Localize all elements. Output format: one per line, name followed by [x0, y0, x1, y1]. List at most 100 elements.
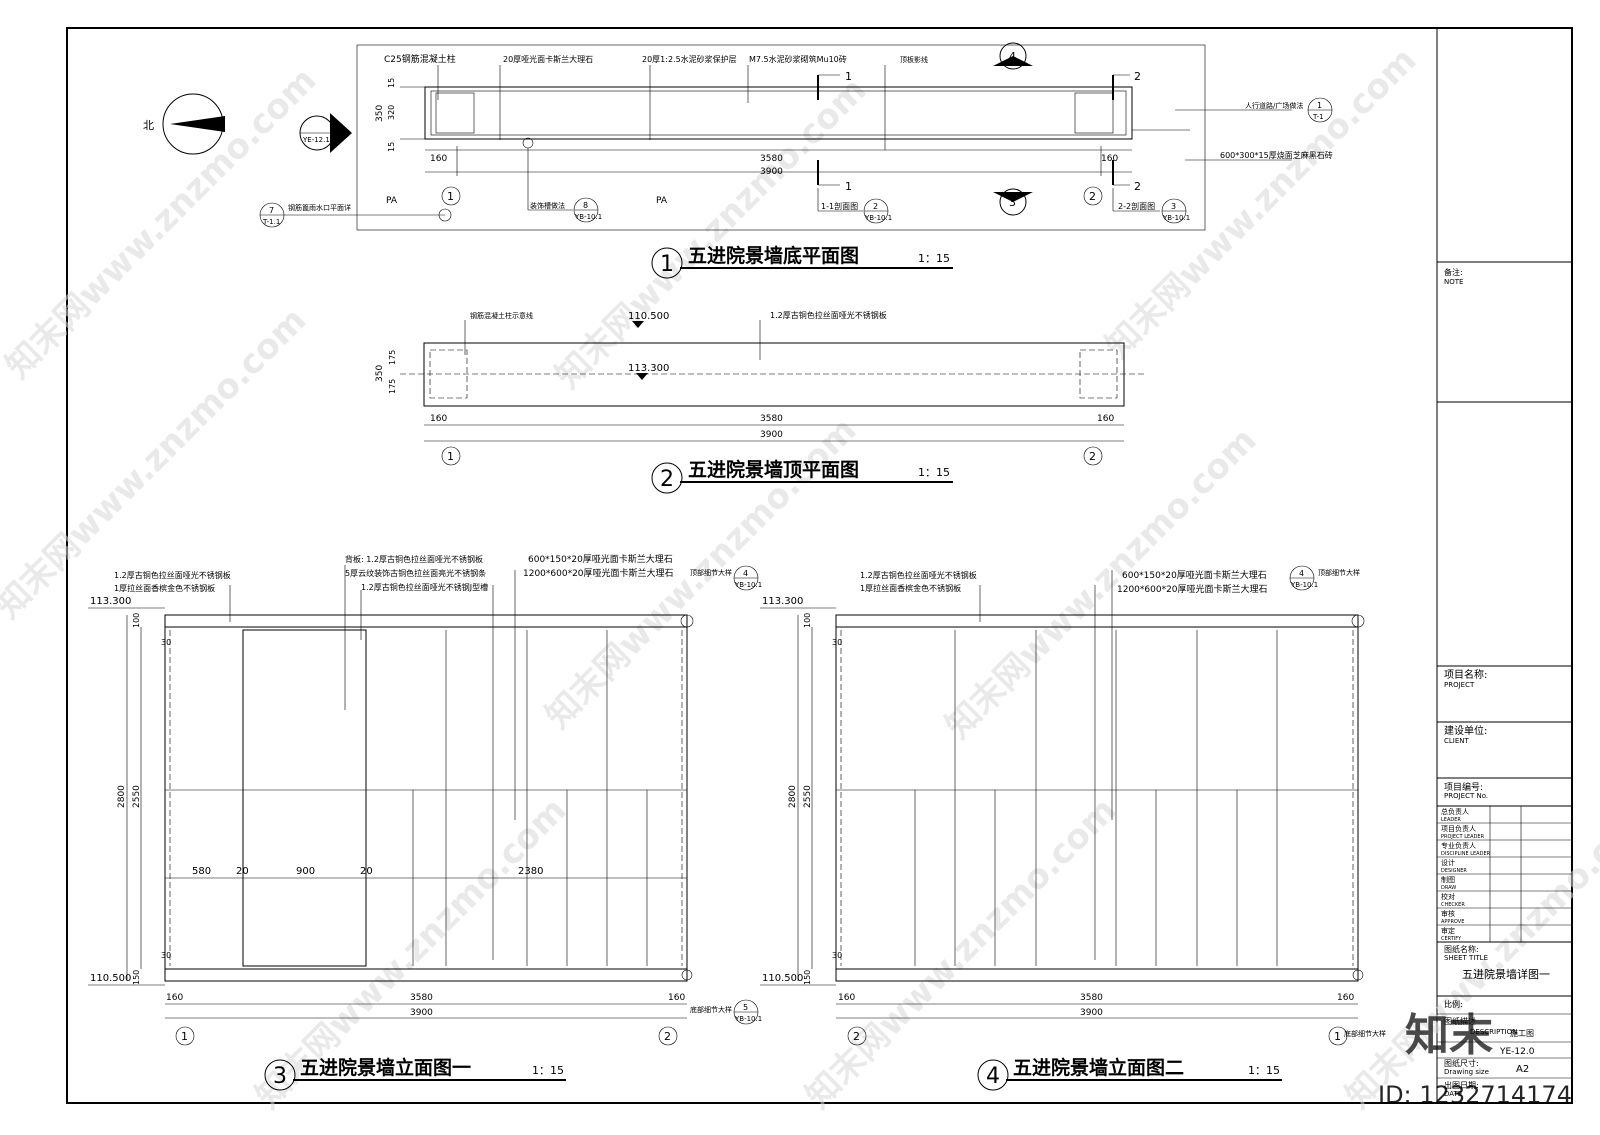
tb-desc-cn: 图纸描述 — [1444, 1016, 1476, 1026]
dim-15b: 15 — [387, 142, 396, 152]
dim-3580-roof: 3580 — [760, 414, 783, 424]
tb-row-role-en: LEADER — [1441, 817, 1461, 823]
tb-sheet-title-cn: 图纸名称: — [1444, 944, 1479, 954]
tb-row-role: 审核 — [1441, 909, 1455, 918]
svg-text:YB-10.1: YB-10.1 — [574, 213, 602, 221]
dim-350: 350 — [375, 105, 385, 122]
e2-steel-gold: 1厚拉丝面香槟金色不锈钢板 — [860, 583, 961, 593]
label-c25-column: C25钢筋混凝土柱 — [384, 53, 456, 65]
e2-stone2: 1200*600*20厚哑光面卡斯兰大理石 — [1117, 583, 1268, 595]
title-block: 备注: NOTE 项目名称: PROJECT 建设单位: CLIENT 项目编号… — [1437, 261, 1572, 1098]
e1-level-bottom: 110.500 — [90, 973, 131, 984]
tb-projno-en: PROJECT No. — [1444, 792, 1488, 800]
elev-4-ref: 4 — [1009, 50, 1016, 63]
dim-3900-roof: 3900 — [760, 430, 783, 440]
tb-sheet-title: 五进院景墙详图一 — [1462, 967, 1550, 981]
elev2-coping — [835, 614, 1359, 628]
tb-note-en: NOTE — [1444, 278, 1463, 286]
tb-row-role: 专业负责人 — [1441, 841, 1476, 850]
e2-h2800: 2800 — [788, 785, 798, 808]
dim-15a: 15 — [387, 78, 396, 88]
e2-h30b: 30 — [832, 951, 842, 960]
e2-level-top: 113.300 — [762, 596, 803, 607]
plan1-column-right — [1074, 92, 1114, 134]
label-pa-mid: PA — [656, 196, 668, 206]
e2-axis-1: 1 — [1334, 1030, 1341, 1043]
tb-size-cn: 图纸尺寸: — [1444, 1058, 1479, 1068]
svg-text:T-1: T-1 — [1312, 113, 1324, 121]
svg-text:5: 5 — [743, 1003, 748, 1012]
e1-w2380: 2380 — [518, 866, 543, 877]
e1-h30b: 30 — [161, 951, 171, 960]
e1-h2800: 2800 — [117, 785, 127, 808]
e2-b3900: 3900 — [1080, 1008, 1103, 1018]
e1-axis-1: 1 — [181, 1030, 188, 1043]
tb-row-role-en: PROJECT LEADER — [1441, 834, 1485, 840]
svg-text:1-1剖面图: 1-1剖面图 — [821, 201, 858, 211]
svg-text:T-1.1: T-1.1 — [262, 218, 280, 226]
elev-4-marker — [999, 42, 1027, 70]
tb-client-cn: 建设单位: — [1444, 724, 1487, 737]
sheet-border — [66, 27, 1573, 1104]
e2-h100: 100 — [803, 613, 812, 628]
svg-text:3: 3 — [1171, 202, 1176, 211]
elevation-2: 1.2厚古铜色拉丝面哑光不锈钢板 1厚拉丝面香槟金色不锈钢板 600*150*2… — [760, 565, 1386, 1091]
e1-top-detail: 顶部细节大样 — [690, 568, 732, 577]
ref-2-section: 1-1剖面图 2 YB-10.1 — [817, 188, 892, 224]
cut-1-bottom: 1 — [845, 180, 852, 193]
e1-stone1: 600*150*20厚哑光面卡斯兰大理石 — [528, 553, 673, 565]
roof-axis-2: 2 — [1089, 450, 1096, 463]
dim-160-right: 160 — [1101, 154, 1118, 164]
plan-2: 钢筋混凝土柱示意线 1.2厚古铜色拉丝面哑光不锈钢板 110.500 113.3… — [375, 310, 1145, 494]
e1-h100: 100 — [132, 613, 141, 628]
elev-3-ref: 3 — [1009, 196, 1016, 209]
e2-top-detail: 顶部细节大样 — [1318, 568, 1360, 577]
label-mortar: 20厚1:2.5水泥砂浆保护层 — [642, 54, 737, 64]
tb-scale-cn: 比例: — [1444, 999, 1463, 1009]
svg-text:YB-10.1: YB-10.1 — [734, 1015, 762, 1023]
elevation-1: 1.2厚古铜色拉丝面哑光不锈钢板 1厚拉丝面香槟金色不锈钢板 背板: 1.2厚古… — [88, 553, 762, 1091]
e1-steel-gold: 1厚拉丝面香槟金色不锈钢板 — [114, 583, 215, 593]
label-cornice: 顶板影线 — [900, 55, 928, 64]
north-label: 北 — [143, 119, 154, 132]
dim-160-left-roof: 160 — [430, 414, 447, 424]
watermarks: 知末网www.znzmo.com 知末网www.znzmo.com 知末网www… — [0, 40, 1600, 1116]
svg-text:YB-10.1: YB-10.1 — [1162, 214, 1190, 222]
e2-level-bottom: 110.500 — [762, 973, 803, 984]
tb-row-role: 制图 — [1441, 875, 1455, 884]
e1-b160a: 160 — [166, 993, 183, 1003]
e2-axis-2: 2 — [853, 1030, 860, 1043]
e1-b3580: 3580 — [410, 993, 433, 1003]
roof-axis-1: 1 — [447, 450, 454, 463]
elev1-coping — [164, 614, 688, 628]
e1-steel-top: 1.2厚古铜色拉丝面哑光不锈钢板 — [114, 570, 231, 580]
svg-text:7: 7 — [269, 206, 274, 215]
e2-h30a: 30 — [832, 638, 842, 647]
dim-320: 320 — [387, 105, 396, 120]
plan2-roof — [423, 342, 1125, 407]
tb-row-role: 审定 — [1441, 926, 1455, 935]
level-110500: 110.500 — [628, 311, 669, 322]
tb-desc-val: 施工图 — [1510, 1028, 1534, 1038]
e2-b160a: 160 — [838, 993, 855, 1003]
e1-w20a: 20 — [236, 866, 249, 877]
plan1-title: 五进院景墙底平面图 — [688, 244, 859, 267]
dim-3900: 3900 — [760, 167, 783, 177]
image-id: ID: 1232714174 — [1378, 1081, 1572, 1109]
plan-1: 北 C25钢筋混凝土柱 20厚哑光面卡斯兰大理石 20厚1:2.5水泥砂浆保护层… — [143, 42, 1333, 279]
elev2-scale: 1：15 — [1248, 1064, 1280, 1077]
svg-text:2: 2 — [873, 202, 878, 211]
watermark-6: 知末网www.znzmo.com — [938, 420, 1264, 746]
plan1-wall-outer — [424, 86, 1133, 140]
svg-text:YB-10.1: YB-10.1 — [734, 581, 762, 589]
tb-row-role: 项目负责人 — [1441, 824, 1476, 833]
ref-7-t11: 7 T-1.1 钢筋篦雨水口平面详 — [259, 202, 452, 228]
tb-desc-en: DESCRIPTION — [1470, 1028, 1517, 1036]
elev-3-marker — [999, 188, 1027, 216]
e2-b160b: 160 — [1337, 993, 1354, 1003]
e1-bottom-detail: 底部细节大样 — [690, 1005, 732, 1014]
dim-3580: 3580 — [760, 154, 783, 164]
tb-row-role: 设计 — [1441, 858, 1455, 867]
